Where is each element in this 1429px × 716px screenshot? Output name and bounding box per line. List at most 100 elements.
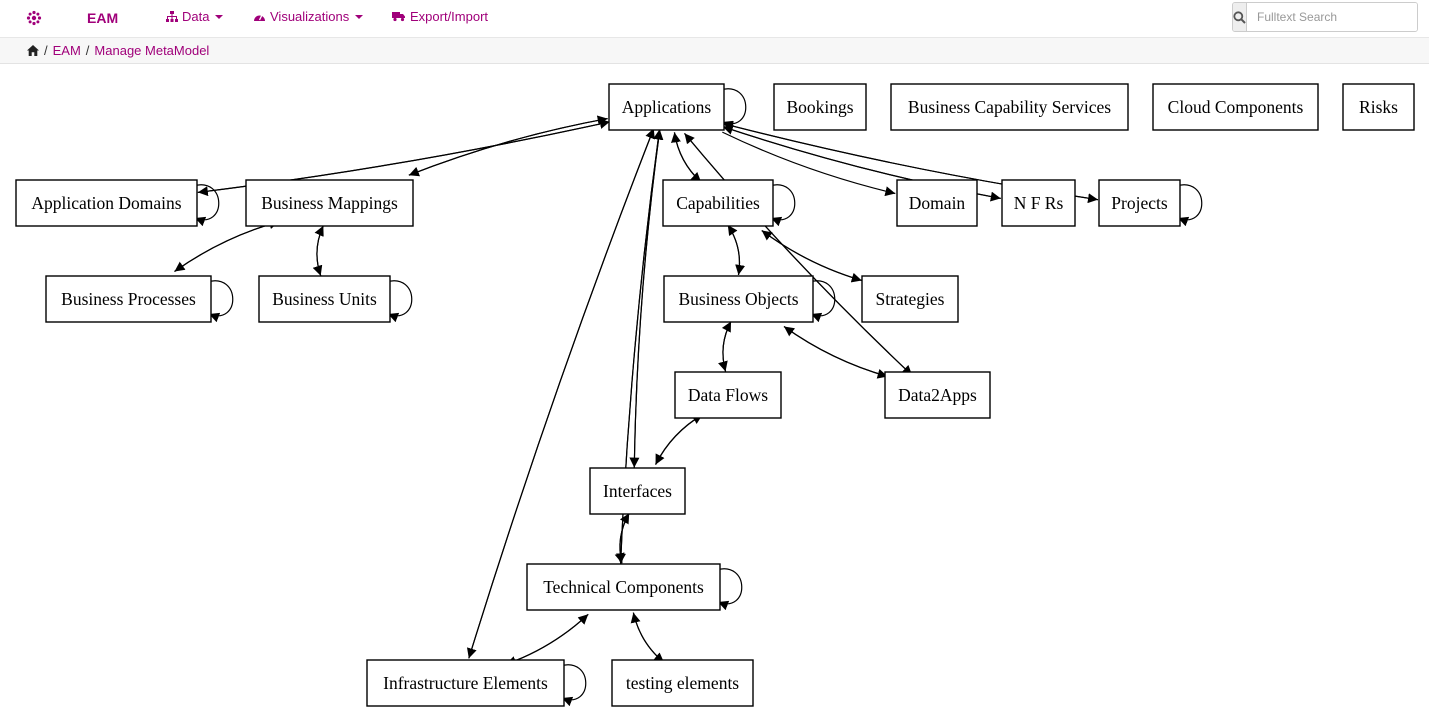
search-box: [1232, 2, 1418, 32]
edge-bizunits-to-bizunits: [385, 280, 413, 323]
node-box: [896, 179, 978, 227]
node-label: Business Objects: [678, 289, 798, 309]
node-infra[interactable]: Infrastructure Elements: [366, 659, 565, 707]
edge-infra-to-applications: [468, 128, 655, 659]
node-box: [608, 83, 725, 131]
node-label: Projects: [1111, 193, 1168, 213]
breadcrumb-eam[interactable]: EAM: [52, 43, 81, 58]
edge-applications-to-bizmappings: [408, 117, 608, 177]
node-bizmappings[interactable]: Business Mappings: [245, 179, 414, 227]
breadcrumb-separator: /: [85, 43, 90, 58]
node-label: Bookings: [786, 97, 853, 117]
top-navbar: EAM Data Visualizations Export/Import: [0, 0, 1429, 38]
node-dataflows[interactable]: Data Flows: [674, 371, 782, 419]
truck-icon: [392, 12, 405, 22]
node-bizunits[interactable]: Business Units: [258, 275, 391, 323]
node-risks[interactable]: Risks: [1342, 83, 1415, 131]
edge-techcomponents-to-testing: [632, 612, 665, 664]
node-bookings[interactable]: Bookings: [773, 83, 867, 131]
node-label: Cloud Components: [1168, 97, 1304, 117]
node-box: [589, 467, 686, 515]
node-box: [611, 659, 754, 707]
node-testing[interactable]: testing elements: [611, 659, 754, 707]
node-techcomponents[interactable]: Technical Components: [526, 563, 721, 611]
brand-link[interactable]: EAM: [87, 10, 119, 26]
home-icon[interactable]: [27, 45, 39, 56]
node-label: Data Flows: [688, 385, 768, 405]
node-label: Application Domains: [31, 193, 181, 213]
graph-nodes: Applications Bookings Business Capability …: [15, 83, 1415, 707]
visualizations-menu[interactable]: Visualizations: [253, 9, 364, 24]
fulltext-search-input[interactable]: [1247, 3, 1417, 31]
node-box: [366, 659, 565, 707]
node-appdomains[interactable]: Application Domains: [15, 179, 198, 227]
edge-bizobjects-to-bizobjects: [808, 280, 836, 323]
edge-applications-to-domain: [722, 131, 896, 197]
node-label: Strategies: [875, 289, 944, 309]
node-box: [773, 83, 867, 131]
edge-bizobjects-to-data2apps: [783, 326, 888, 379]
node-box: [861, 275, 959, 323]
node-bizobjects[interactable]: Business Objects: [663, 275, 814, 323]
node-bizprocesses[interactable]: Business Processes: [45, 275, 212, 323]
node-applications[interactable]: Applications: [608, 83, 725, 131]
node-box: [674, 371, 782, 419]
node-box: [258, 275, 391, 323]
flower-logo-icon[interactable]: [25, 9, 43, 27]
node-label: Capabilities: [676, 193, 760, 213]
data-menu-label: Data: [182, 9, 210, 24]
edge-applications-to-capabilities: [673, 132, 702, 183]
edge-strategies-to-capabilities: [761, 229, 862, 282]
edge-data2apps-to-applications: [684, 133, 913, 376]
node-label: Domain: [909, 193, 966, 213]
breadcrumb-separator: /: [44, 43, 48, 58]
node-box: [663, 275, 814, 323]
search-button[interactable]: [1233, 3, 1247, 31]
edge-bizmappings-to-applications: [408, 115, 608, 176]
node-box: [45, 275, 212, 323]
chevron-down-icon: [215, 14, 224, 19]
visualizations-menu-label: Visualizations: [270, 9, 350, 24]
edge-dataflows-to-interfaces: [655, 414, 703, 465]
data-menu[interactable]: Data: [166, 9, 224, 24]
edge-bizunits-to-bizmappings: [314, 225, 324, 276]
node-data2apps[interactable]: Data2Apps: [884, 371, 991, 419]
edge-applications-to-interfaces: [629, 129, 661, 468]
edge-bizprocesses-to-bizprocesses: [206, 280, 234, 323]
node-domain[interactable]: Domain: [896, 179, 978, 227]
node-label: Data2Apps: [898, 385, 977, 405]
edge-techcomponents-to-interfaces: [619, 512, 630, 564]
edge-techcomponents-to-infra: [505, 613, 589, 666]
node-interfaces[interactable]: Interfaces: [589, 467, 686, 515]
node-bcs[interactable]: Business Capability Services: [890, 83, 1129, 131]
node-box: [1098, 179, 1181, 227]
edge-interfaces-to-applications: [633, 129, 664, 468]
node-nfrs[interactable]: N F Rs: [1001, 179, 1076, 227]
node-label: Interfaces: [603, 481, 672, 501]
node-label: Business Processes: [61, 289, 196, 309]
edge-bizmappings-to-bizprocesses: [174, 220, 280, 272]
node-label: Technical Components: [543, 577, 704, 597]
search-icon: [1233, 10, 1246, 24]
graph-edges: [174, 88, 1203, 707]
edge-dataflows-to-bizobjects: [721, 321, 732, 372]
edge-techcomponents-to-techcomponents: [715, 568, 743, 611]
node-label: Infrastructure Elements: [383, 673, 548, 693]
edge-infra-to-techcomponents: [505, 613, 589, 665]
node-label: Business Mappings: [261, 193, 398, 213]
node-label: testing elements: [626, 673, 739, 693]
node-box: [245, 179, 414, 227]
export-import-menu[interactable]: Export/Import: [392, 9, 488, 24]
node-box: [884, 371, 991, 419]
node-cloud[interactable]: Cloud Components: [1152, 83, 1319, 131]
export-import-menu-label: Export/Import: [410, 9, 489, 24]
node-strategies[interactable]: Strategies: [861, 275, 959, 323]
node-box: [1342, 83, 1415, 131]
node-projects[interactable]: Projects: [1098, 179, 1181, 227]
breadcrumb-manage-metamodel[interactable]: Manage MetaModel: [94, 43, 210, 58]
node-box: [15, 179, 198, 227]
edge-capabilities-to-applications: [671, 132, 702, 183]
node-capabilities[interactable]: Capabilities: [662, 179, 774, 227]
node-label: Risks: [1359, 97, 1398, 117]
